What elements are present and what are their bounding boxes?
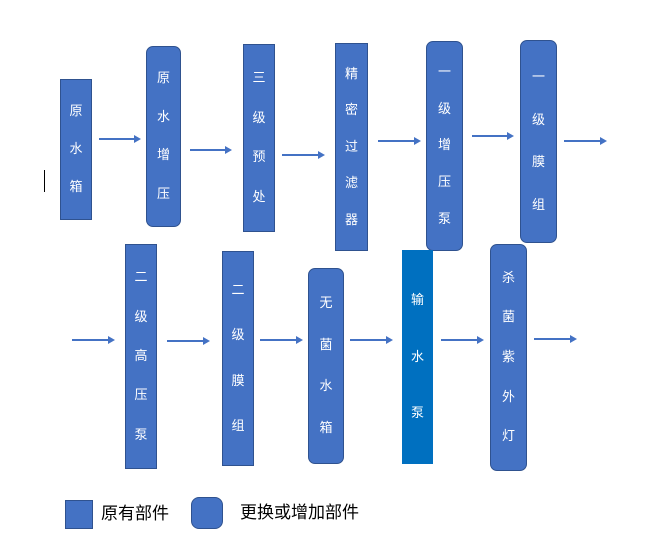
node-label-char: 二	[134, 270, 148, 286]
node-label-char: 处	[252, 190, 266, 206]
node-uv-sterilizer-lamp: 杀菌紫外灯	[490, 244, 527, 471]
node-label-char: 压	[156, 186, 170, 202]
node-first-stage-booster-pump: 一级增压泵	[426, 41, 463, 251]
node-first-stage-membrane: 一级膜组	[520, 40, 557, 243]
node-water-delivery-pump: 输水泵	[402, 250, 433, 464]
node-label-char: 输	[410, 293, 424, 309]
node-label-char: 水	[69, 142, 83, 157]
node-label-char: 菌	[319, 337, 333, 353]
text-cursor	[44, 170, 45, 192]
node-label-char: 灯	[501, 429, 515, 445]
node-label-char: 增	[437, 138, 451, 154]
node-second-stage-high-pressure-pump: 二级高压泵	[125, 244, 157, 469]
node-label-char: 泵	[437, 212, 451, 228]
node-label-char: 级	[134, 309, 148, 325]
flow-arrow	[72, 336, 115, 345]
node-label-char: 级	[231, 328, 245, 344]
node-precision-filter: 精密过滤器	[335, 43, 368, 251]
node-label-char: 压	[437, 175, 451, 191]
flow-arrow	[190, 146, 232, 155]
node-raw-water-tank: 原水箱	[60, 79, 92, 220]
node-label-char: 无	[319, 296, 333, 312]
node-three-stage-pretreatment: 三级预处	[243, 44, 275, 232]
node-label-char: 泵	[134, 427, 148, 443]
flow-arrow	[564, 137, 607, 146]
node-label-char: 高	[134, 348, 148, 364]
node-label-char: 水	[319, 379, 333, 395]
flow-arrow	[99, 135, 141, 144]
flow-arrow	[378, 137, 421, 146]
node-label-char: 箱	[319, 420, 333, 436]
node-sterile-water-tank: 无菌水箱	[308, 268, 344, 464]
node-label-char: 箱	[69, 180, 83, 195]
node-label-char: 泵	[410, 405, 424, 421]
flow-arrow	[350, 336, 393, 345]
legend-swatch-original	[65, 500, 93, 529]
node-second-stage-membrane: 二级膜组	[222, 251, 254, 466]
node-label-char: 水	[410, 349, 424, 365]
node-label-char: 膜	[231, 373, 245, 389]
flow-arrow	[282, 151, 325, 160]
node-label-char: 原	[156, 71, 170, 87]
node-label-char: 压	[134, 388, 148, 404]
node-label-char: 一	[531, 69, 545, 85]
flow-arrow	[441, 336, 484, 345]
node-label-char: 级	[531, 112, 545, 128]
node-label-char: 原	[69, 104, 83, 119]
node-label-char: 紫	[501, 349, 515, 365]
node-label-char: 器	[344, 212, 358, 228]
node-label-char: 过	[344, 139, 358, 155]
legend-label-original: 原有部件	[101, 504, 169, 524]
node-label-char: 组	[531, 198, 545, 214]
flow-arrow	[534, 335, 577, 344]
flow-arrow	[260, 336, 303, 345]
node-label-char: 级	[437, 101, 451, 117]
node-label-char: 二	[231, 283, 245, 299]
flow-arrow	[167, 337, 210, 346]
node-label-char: 膜	[531, 155, 545, 171]
node-label-char: 滤	[344, 176, 358, 191]
node-label-char: 杀	[501, 270, 515, 286]
node-label-char: 菌	[501, 310, 515, 326]
node-label-char: 级	[252, 110, 266, 126]
legend-label-new: 更换或增加部件	[240, 503, 359, 523]
node-label-char: 组	[231, 418, 245, 434]
node-label-char: 水	[156, 109, 170, 125]
legend-swatch-new	[191, 497, 223, 529]
node-label-char: 外	[501, 389, 515, 405]
node-label-char: 密	[344, 103, 358, 118]
node-raw-water-booster: 原水增压	[146, 46, 181, 227]
node-label-char: 增	[156, 148, 170, 164]
node-label-char: 预	[252, 150, 266, 166]
node-label-char: 精	[344, 66, 358, 82]
flow-arrow	[472, 132, 514, 141]
node-label-char: 三	[252, 70, 266, 86]
node-label-char: 一	[437, 64, 451, 80]
